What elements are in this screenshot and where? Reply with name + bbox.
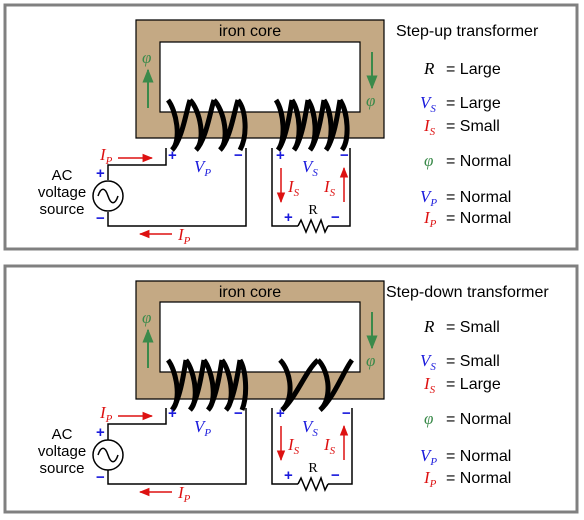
vs-minus: − <box>340 147 349 164</box>
vs-plus: + <box>276 147 285 164</box>
vs-label: VS <box>302 417 318 439</box>
vp-plus: + <box>168 147 177 164</box>
r-value: = Large <box>446 61 501 78</box>
is-symbol: IS <box>423 374 436 396</box>
secondary-wire-right <box>328 148 351 227</box>
vs-value: = Small <box>446 353 500 370</box>
secondary-coil <box>278 358 355 412</box>
secondary-wire-left <box>271 148 298 227</box>
vp-value: = Normal <box>446 189 511 206</box>
core-label: iron core <box>219 23 281 40</box>
ip-value: = Normal <box>446 470 511 487</box>
vp-minus: − <box>234 405 243 422</box>
ip-top-label: IP <box>99 145 113 167</box>
flux-symbol-left: φ <box>142 48 151 67</box>
panel-step-up: iron core φ φ <box>3 3 579 251</box>
ip-symbol: IP <box>423 208 437 230</box>
source-minus: − <box>96 469 105 486</box>
flux-symbol-right: φ <box>366 91 375 110</box>
panel-title: Step-up transformer <box>396 23 539 40</box>
vp-label: VP <box>194 157 211 179</box>
vs-symbol: VS <box>420 351 436 373</box>
vp-symbol: VP <box>420 187 437 209</box>
ip-bottom-label: IP <box>177 225 191 247</box>
is-label-right: IS <box>323 435 336 457</box>
resistor-label: R <box>308 203 318 218</box>
is-symbol: IS <box>423 116 436 138</box>
iron-core <box>135 280 385 400</box>
r-plus: + <box>284 467 293 484</box>
ip-value: = Normal <box>446 210 511 227</box>
resistor-symbol <box>297 475 329 492</box>
sine-icon <box>97 447 119 463</box>
resistor-label: R <box>308 461 318 476</box>
panel-title: Step-down transformer <box>386 284 549 301</box>
source-label-2: voltage <box>38 184 86 201</box>
is-label-left: IS <box>287 177 300 199</box>
secondary-coil <box>273 98 350 152</box>
is-value: = Large <box>446 376 501 393</box>
primary-coil <box>165 98 248 152</box>
primary-wire-top <box>107 408 167 440</box>
r-minus: − <box>331 467 340 484</box>
vs-value: = Large <box>446 95 501 112</box>
primary-coil <box>165 358 249 412</box>
vp-symbol: VP <box>420 446 437 468</box>
phi-value: = Normal <box>446 411 511 428</box>
vp-minus: − <box>234 147 243 164</box>
panel-step-down: iron core φ φ AC voltage s <box>3 264 579 514</box>
primary-wire-bottom <box>107 148 247 227</box>
secondary-wire-left <box>271 408 298 485</box>
phi-value: = Normal <box>446 153 511 170</box>
vp-label: VP <box>194 417 211 439</box>
r-symbol: R <box>423 59 435 78</box>
r-symbol: R <box>423 317 435 336</box>
ip-bottom-label: IP <box>177 483 191 505</box>
phi-symbol: φ <box>424 409 433 428</box>
flux-symbol-right: φ <box>366 351 375 370</box>
primary-wire-top <box>107 148 167 180</box>
vs-minus: − <box>342 405 351 422</box>
vs-label: VS <box>302 157 318 179</box>
phi-symbol: φ <box>424 151 433 170</box>
flux-symbol-left: φ <box>142 308 151 327</box>
ip-symbol: IP <box>423 468 437 490</box>
secondary-wire-right <box>328 408 353 485</box>
vp-plus: + <box>168 405 177 422</box>
is-value: = Small <box>446 118 500 135</box>
is-label-left: IS <box>287 435 300 457</box>
source-label-3: source <box>39 201 84 218</box>
source-label-1: AC <box>52 167 73 184</box>
source-label-3: source <box>39 460 84 477</box>
source-label-1: AC <box>52 426 73 443</box>
source-label-2: voltage <box>38 443 86 460</box>
source-plus: + <box>96 165 105 182</box>
primary-wire-bottom <box>107 408 247 485</box>
sine-icon <box>97 188 119 204</box>
vs-symbol: VS <box>420 93 436 115</box>
iron-core <box>135 19 385 139</box>
core-label: iron core <box>219 284 281 301</box>
r-minus: − <box>331 209 340 226</box>
source-minus: − <box>96 210 105 227</box>
vp-value: = Normal <box>446 448 511 465</box>
r-plus: + <box>284 209 293 226</box>
resistor-symbol <box>297 217 329 234</box>
r-value: = Small <box>446 319 500 336</box>
source-plus: + <box>96 424 105 441</box>
is-label-right: IS <box>323 177 336 199</box>
vs-plus: + <box>276 405 285 422</box>
ip-top-label: IP <box>99 403 113 425</box>
